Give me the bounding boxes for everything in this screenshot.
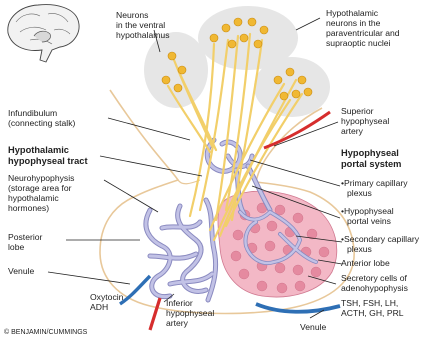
posterior-capillaries-inner (146, 200, 216, 300)
posterior-capillaries (146, 200, 216, 300)
label-neurohypophysis: Neurohypophysis (storage area for hypoth… (8, 173, 77, 213)
brain-icon (8, 5, 79, 62)
label-infundibulum: Infundibulum (connecting stalk) (8, 108, 75, 128)
label-portal-veins: •Hypophyseal portal veins (341, 206, 396, 226)
copyright: © BENJAMIN/CUMMINGS (4, 328, 88, 336)
label-anterior-lobe: Anterior lobe (341, 258, 390, 268)
label-hypothalamic-tract: Hypothalamic hypophyseal tract (8, 145, 88, 166)
label-superior-artery: Superior hypophyseal artery (341, 106, 392, 136)
label-ventral-neurons: Neurons in the ventral hypothalamus (116, 10, 170, 40)
superior-hypophyseal-artery (264, 112, 330, 148)
label-secretory-cells: Secretory cells of adenohypophysis (341, 273, 409, 293)
label-venule-left: Venule (8, 266, 35, 276)
label-primary-plexus: •Primary capillary plexus (341, 178, 410, 198)
label-posterior-lobe: Posterior lobe (8, 232, 45, 252)
label-portal-system: Hypophyseal portal system (341, 148, 401, 169)
label-hormones: TSH, FSH, LH, ACTH, GH, PRL (341, 298, 404, 318)
ventral-nucleus (144, 32, 208, 108)
label-venule-right: Venule (300, 322, 327, 332)
inferior-hypophyseal-artery (150, 298, 160, 330)
label-inferior-artery: Inferior hypophyseal artery (166, 298, 217, 328)
label-secondary-plexus: •Secondary capillary plexus (341, 234, 421, 254)
label-pvn-son-neurons: Hypothalamic neurons in the paraventricu… (326, 8, 402, 48)
